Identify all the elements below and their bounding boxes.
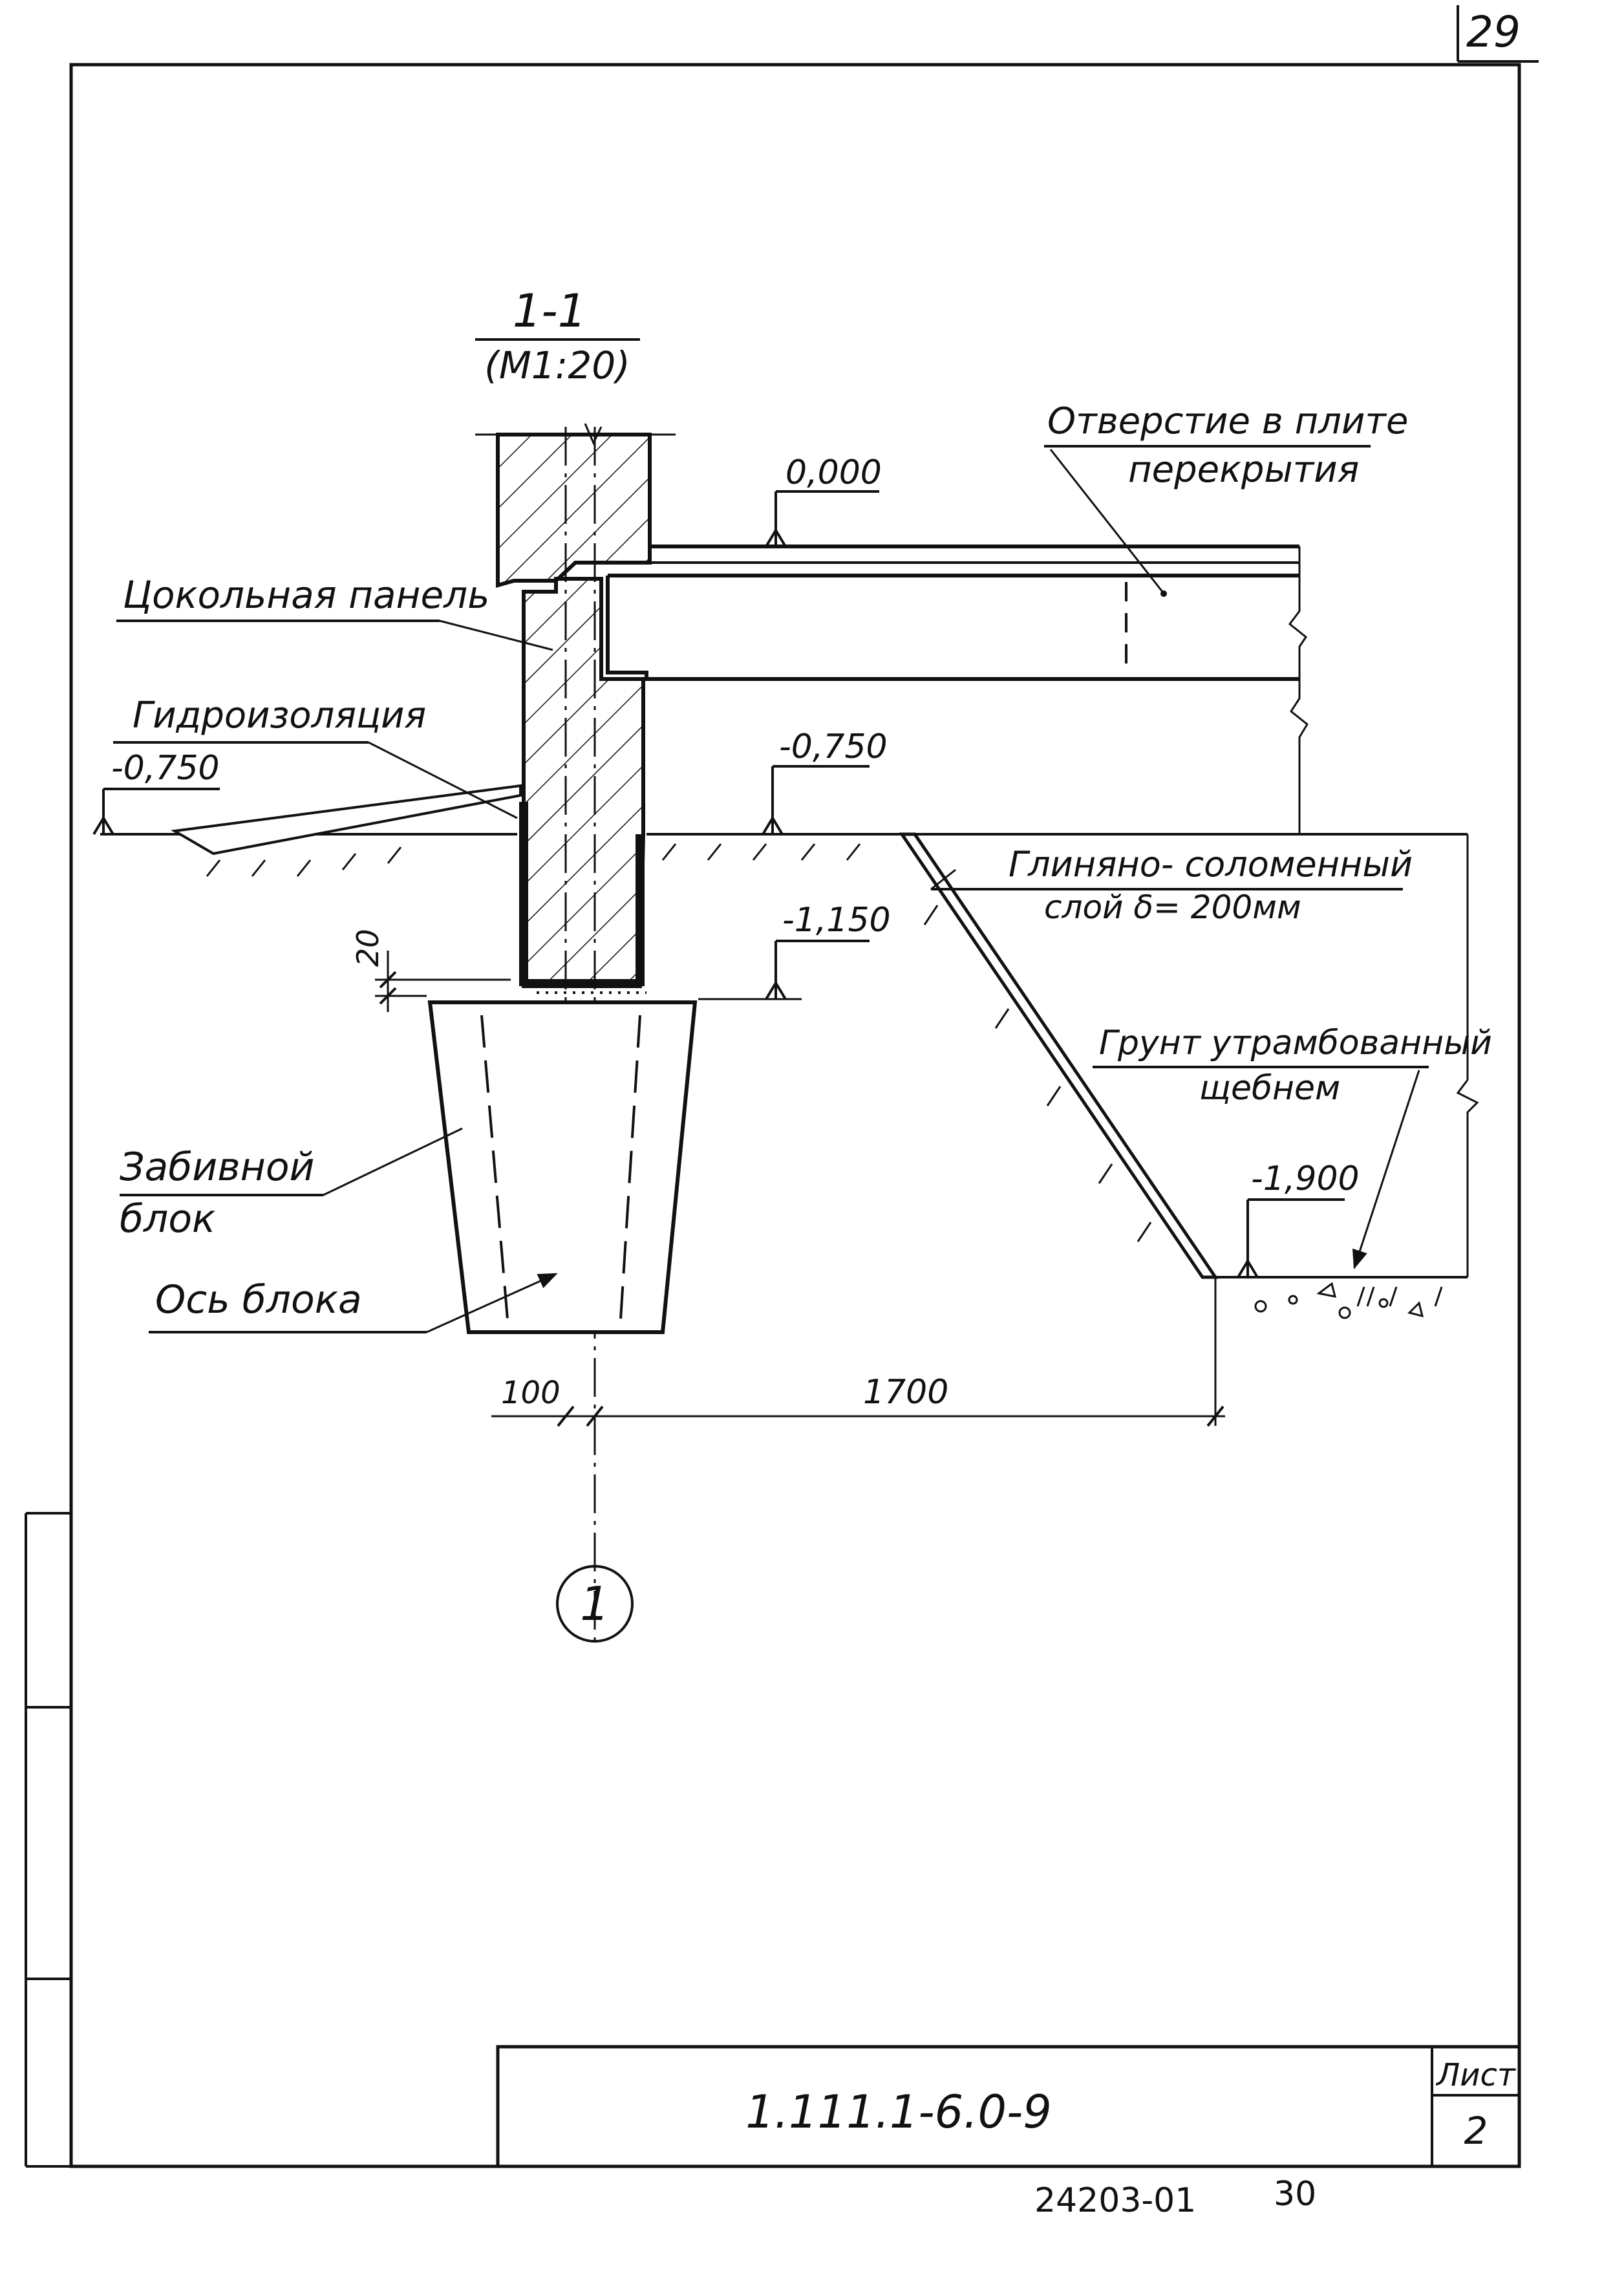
footer: 24203-01 30 (1034, 2175, 1316, 2220)
slab-opening-line1: Отверстие в плите (1047, 400, 1408, 442)
document-code: 1.111.1-6.0-9 (745, 2086, 1052, 2139)
dimension-offset-span: 100 1700 (491, 1332, 1225, 1427)
block-axis-text: Ось блока (155, 1277, 362, 1322)
section-number: 1-1 (513, 285, 586, 338)
dimension-span-text: 1700 (863, 1373, 948, 1412)
level-mark-outside: -0,750 (92, 749, 220, 836)
dimension-gap: 20 (350, 929, 511, 1012)
waterproofing-text: Гидроизоляция (133, 695, 426, 737)
level-inside-text: -0,750 (779, 728, 888, 766)
level-mark-floor: 0,000 (765, 453, 882, 548)
title-block: 1.111.1-6.0-9 Лист 2 (496, 2045, 1521, 2168)
plinth-panel-body (522, 577, 645, 988)
axis-marker: 1 (556, 1565, 634, 1643)
level-mark-panel-bottom: -1,150 (698, 901, 891, 1000)
compacted-soil-line2: щебнем (1199, 1069, 1340, 1108)
dimension-offset-text: 100 (501, 1375, 561, 1411)
plinth-panel (519, 577, 646, 994)
level-outside-text: -0,750 (111, 749, 220, 788)
page-number: 29 (1466, 7, 1521, 57)
level-mark-inside: -0,750 (762, 728, 888, 836)
compacted-soil-line1: Грунт утрамбованный (1099, 1024, 1492, 1062)
floor-slab (606, 545, 1309, 834)
axis-marker-text: 1 (580, 1577, 610, 1631)
section-title: 1-1 (M1:20) (475, 285, 640, 387)
level-pit-text: -1,900 (1251, 1159, 1360, 1198)
level-panel-bottom-text: -1,150 (782, 901, 891, 940)
clay-straw-line1: Глиняно- соломенный (1009, 844, 1413, 885)
footer-page: 30 (1274, 2175, 1316, 2214)
footer-doc-number: 24203-01 (1034, 2181, 1196, 2220)
upper-wall-body (496, 433, 652, 588)
clay-straw-line2: слой δ= 200мм (1044, 889, 1301, 926)
label-slab-opening: Отверстие в плите перекрытия (1044, 400, 1408, 597)
label-plinth-panel: Цокольная панель (116, 573, 553, 651)
level-floor-text: 0,000 (785, 453, 882, 492)
drawing-frame (25, 63, 1521, 2168)
page-number-corner: 29 (1457, 5, 1539, 63)
sheet-number: 2 (1464, 2109, 1488, 2153)
dimension-gap-text: 20 (350, 929, 385, 967)
compacted-soil (1254, 1282, 1443, 1319)
upper-wall-panel (475, 423, 676, 588)
label-waterproofing: Гидроизоляция (113, 695, 518, 819)
driven-block-line1: Забивной (120, 1145, 315, 1190)
slab-opening-line2: перекрытия (1128, 449, 1359, 491)
sheet-label: Лист (1435, 2057, 1517, 2093)
driven-block-body (427, 1000, 698, 1334)
label-block-axis: Ось блока (149, 1273, 558, 1333)
driven-block-line2: блок (120, 1196, 215, 1242)
label-driven-block: Забивной блок (120, 1127, 463, 1242)
level-mark-pit: -1,900 (1237, 1159, 1360, 1278)
section-scale: (M1:20) (484, 343, 630, 387)
driven-block (427, 1000, 698, 1334)
label-clay-straw: Глиняно- соломенный слой δ= 200мм (930, 844, 1413, 926)
plinth-panel-text: Цокольная панель (123, 573, 489, 617)
waterproofing-layer (170, 784, 522, 856)
label-compacted-soil: Грунт утрамбованный щебнем (1093, 1024, 1492, 1269)
clay-straw-slope (899, 832, 1219, 1332)
